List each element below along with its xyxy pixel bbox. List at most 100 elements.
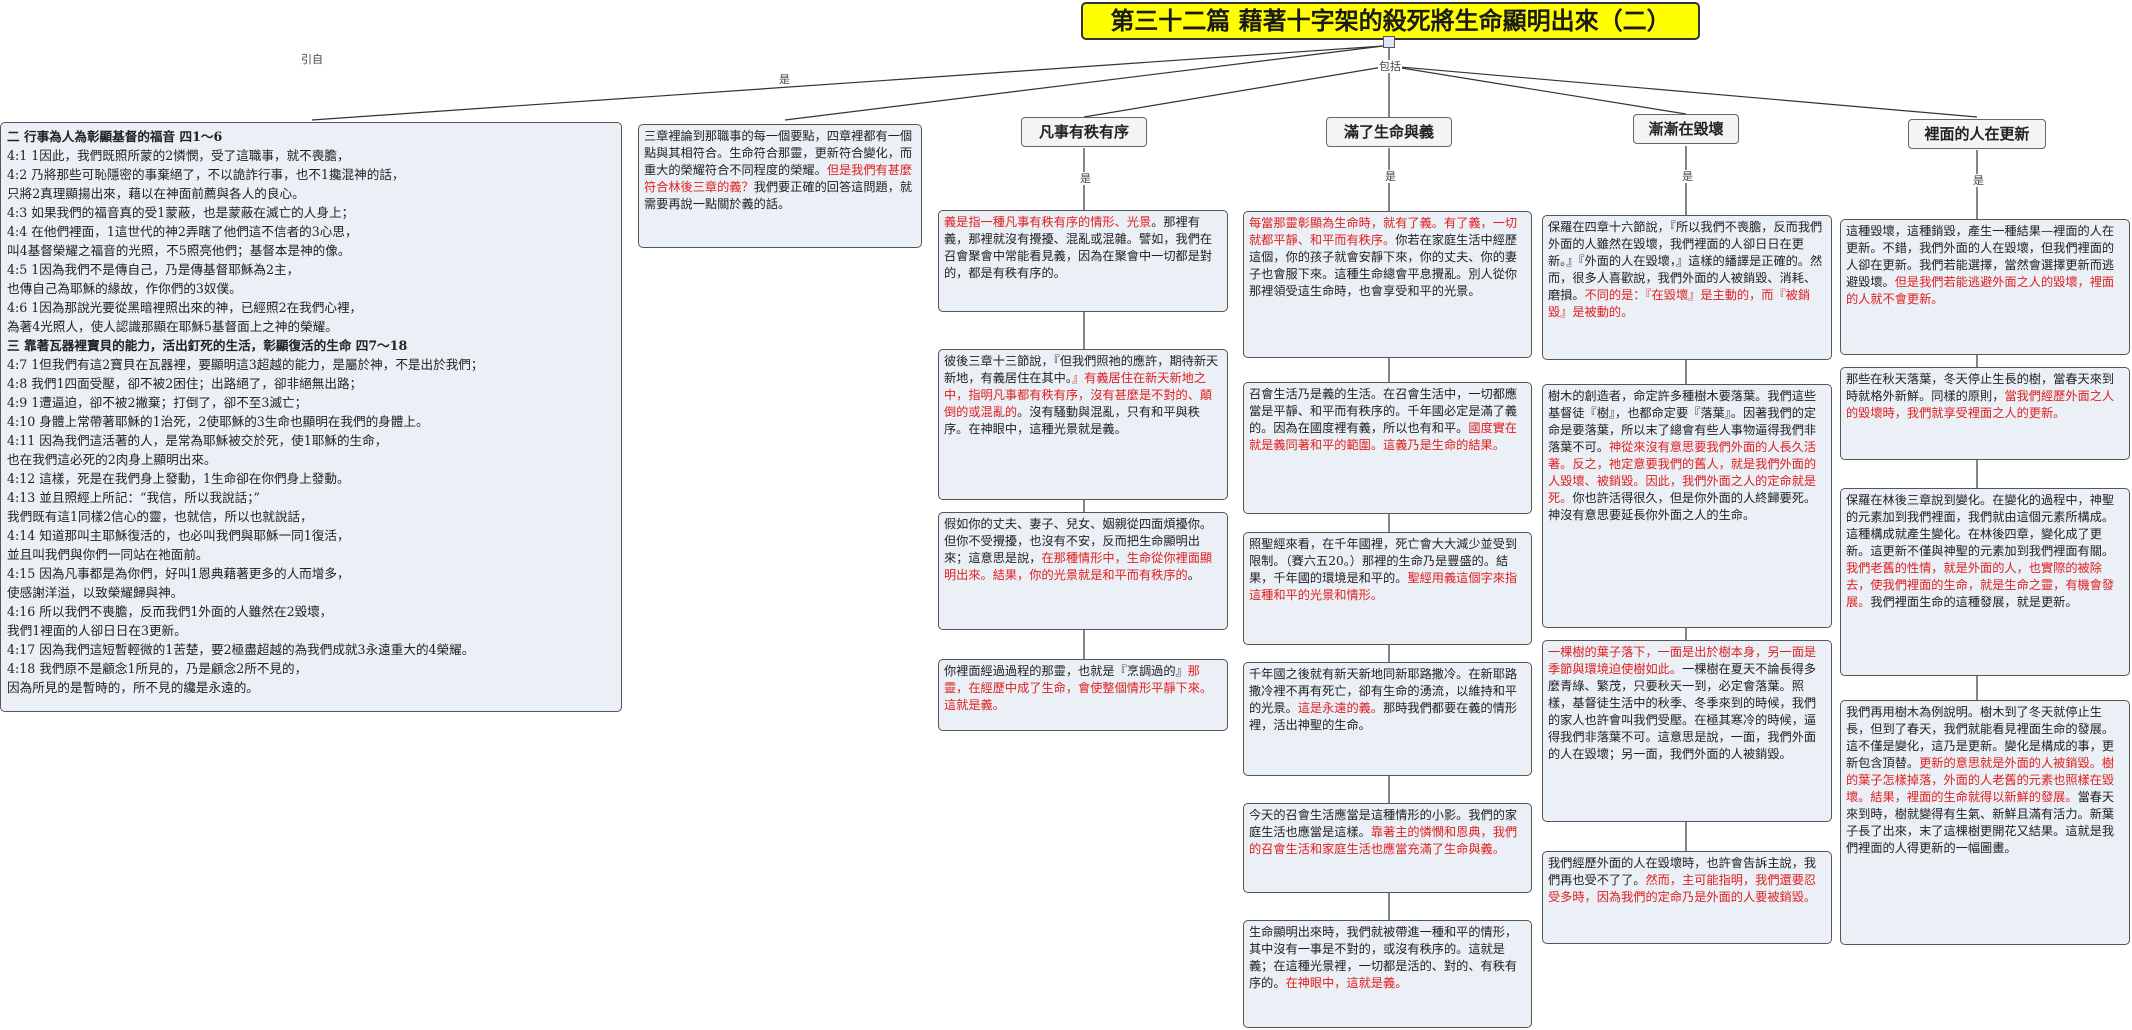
note-box[interactable]: 生命顯明出來時，我們就被帶進一種和平的情形，其中沒有一事是不對的，或沒有秩序的。… [1243,920,1532,1028]
verse-line: 4:14 知道那叫主耶穌復活的，也必叫我們與耶穌一同1復活， [7,528,350,543]
verse-line: 4:12 這樣，死是在我們身上發動，1生命卻在你們身上發動。 [7,471,350,486]
note-text: 保羅在林後三章說到變化。在變化的過程中，神聖的元素加到我們裡面，我們就由這個元素… [1846,493,2115,558]
verse-line: 4:13 並且照經上所記：“我信，所以我說話；” [7,490,260,505]
note-text: 在神眼中，這就是義。 [1285,976,1408,990]
verse-line: 4:5 1因為我們不是傳自己，乃是傳基督耶穌為2主， [7,262,300,277]
note-box[interactable]: 你裡面經過過程的那靈，也就是『烹調過的』那靈，在經歷中成了生命，會使整個情形平靜… [938,659,1228,731]
map-title: 第三十二篇 藉著十字架的殺死將生命顯明出來（二） [1081,2,1700,40]
note-text: 我們再用樹木為例說明。樹木到了冬天就停止生長，但到了春天，我們就能看見裡面生命的… [1846,705,2115,770]
note-text: 但是我們若能逃避外面之人的毀壞，裡面的人就不會更新。 [1846,275,2115,306]
verse-line: 並且叫我們與你們一同站在祂面前。 [7,547,209,562]
note-box[interactable]: 我們再用樹木為例說明。樹木到了冬天就停止生長，但到了春天，我們就能看見裡面生命的… [1840,700,2130,945]
verse-line: 為著4光照人，使人認識那顯在耶穌5基督面上之神的榮耀。 [7,319,338,334]
verse-line: 使感謝洋溢，以致榮耀歸與神。 [7,585,184,600]
note-box[interactable]: 保羅在四章十六節說，『所以我們不喪膽，反而我們外面的人雖然在毀壞，我們裡面的人卻… [1542,215,1832,360]
verse-line: 4:1 1因此，我們既照所蒙的2憐憫，受了這職事，就不喪膽， [7,148,350,163]
note-text: 今天的召會生活應當是這種情形的小影。我們的家庭生活也應當是這樣。 [1249,808,1518,839]
section-heading: 三 靠著瓦器裡寶貝的能力，活出釘死的生活，彰顯復活的生命 四7～18 [7,338,408,353]
note-box[interactable]: 千年國之後就有新天新地同新耶路撒冷。在新耶路撒冷裡不再有死亡，卻有生命的湧流，以… [1243,662,1532,776]
note-text: 那時我們都要在義的情形裡，活出神聖的生命。 [1249,701,1518,732]
verse-line: 4:4 在他們裡面，1這世代的神2弄瞎了他們這不信者的3心思， [7,224,358,239]
note-box[interactable]: 一棵樹的葉子落下，一面是出於樹本身，另一面是季節與環境迫使樹如此。一棵樹在夏天不… [1542,640,1832,822]
note-text: 在那種情形中，生命從你裡面顯明出來。結果，你的光景就是和平而有秩序的 [944,551,1213,582]
note-text: 那些在秋天落葉，冬天停止生長的樹，當春天來到時就格外新鮮。同樣的原則， [1846,372,2115,403]
note-text: 靠著主的憐憫和恩典，我們的召會生活和家庭生活也應當充滿了生命與義。 [1249,825,1518,856]
verse-line: 4:11 因為我們這活著的人，是常為耶穌被交於死，使1耶穌的生命， [7,433,388,448]
verse-line: 4:3 如果我們的福音真的受1蒙蔽，也是蒙蔽在滅亡的人身上； [7,205,355,220]
link-label-is-col1: 是 [1079,172,1092,185]
note-text: 假如你的丈夫、妻子、兒女、姻親從四面煩擾你。但你不受攪擾，也沒有不安，反而把生命… [944,517,1213,565]
verse-line: 4:10 身體上常帶著耶穌的1治死，2使耶穌的3生命也顯明在我們的身體上。 [7,414,429,429]
note-text: 召會生活乃是義的生活。在召會生活中，一切都應當是平靜、和平而有秩序的。千年國必定… [1249,387,1518,435]
note-text: 我們老舊的性情，就是外面的人，也實際的被除去，使我們裡面的生命，就是生命之靈，有… [1846,561,2115,609]
verse-line: 4:2 乃將那些可恥隱密的事棄絕了，不以詭詐行事，也不1攙混神的話， [7,167,405,182]
note-box[interactable]: 彼後三章十三節說，『但我們照祂的應許，期待新天新地，有義居住在其中。』有義居住在… [938,349,1228,500]
scripture-box[interactable]: 二 行事為人為彰顯基督的福音 四1～6 4:1 1因此，我們既照所蒙的2憐憫，受了… [0,122,622,712]
heading-decaying[interactable]: 漸漸在毀壞 [1633,114,1739,144]
note-text: 當春天來到時，樹就變得有生氣、新鮮且滿有活力。新葉子長了出來，末了這棵樹更開花又… [1846,790,2115,855]
heading-renewed[interactable]: 裡面的人在更新 [1908,119,2046,149]
verse-line: 我們1裡面的人卻日日在3更新。 [7,623,187,638]
note-box[interactable]: 保羅在林後三章說到變化。在變化的過程中，神聖的元素加到我們裡面，我們就由這個元素… [1840,488,2130,676]
verse-line: 叫4基督榮耀之福音的光照，不5照亮他們；基督本是神的像。 [7,243,351,258]
note-box[interactable]: 照聖經來看，在千年國裡，死亡會大大減少並受到限制。（賽六五20。）那裡的生命乃是… [1243,532,1532,645]
note-text: 當我們經歷外面之人的毀壞時，我們就享受裡面之人的更新。 [1846,389,2115,420]
note-text: 生命顯明出來時，我們就被帶進一種和平的情形，其中沒有一事是不對的，或沒有秩序的。… [1249,925,1518,990]
verse-line: 我們既有這1同樣2信心的靈，也就信，所以也就說話， [7,509,313,524]
note-text: 彼後三章十三節說，『但我們照祂的應許，期待新天新地，有義居住在其中。 [944,354,1219,385]
verse-line: 因為所見的是暫時的，所不見的纔是永遠的。 [7,680,259,695]
verse-line: 4:17 因為我們這短暫輕微的1苦楚，要2極盡超越的為我們成就3永遠重大的4榮耀… [7,642,475,657]
link-label-is: 是 [778,73,791,86]
link-label-is-col4: 是 [1972,174,1985,187]
note-icon[interactable] [1383,36,1395,48]
note-box[interactable]: 義是指一種凡事有秩有序的情形、光景。那裡有義，那裡就沒有攪擾、混亂或混雜。譬如，… [938,210,1228,312]
note-text: 我們裡面生命的這種發展，就是更新。 [1870,595,2078,609]
overview-box[interactable]: 三章裡論到那職事的每一個要點，四章裡都有一個點與其相符合。生命符合那靈，更新符合… [638,124,922,248]
note-box[interactable]: 那些在秋天落葉，冬天停止生長的樹，當春天來到時就格外新鮮。同樣的原則，當我們經歷… [1840,367,2130,460]
note-text: 一棵樹的葉子落下，一面是出於樹本身，另一面是季節與環境迫使樹如此。 [1548,645,1817,676]
note-text: 我們要正確的回答這問題，就需要再說一點關於義的話。 [644,180,913,211]
note-text: 。那裡有義，那裡就沒有攪擾、混亂或混雜。譬如，我們在召會聚會中常能看見義，因為在… [944,215,1213,280]
heading-life-righteousness[interactable]: 滿了生命與義 [1326,117,1452,147]
verse-line: 也在我們這必死的2肉身上顯明出來。 [7,452,217,467]
note-text: 那靈，在經歷中成了生命，會使整個情形平靜下來。這就是義。 [944,664,1213,712]
note-text: 千年國之後就有新天新地同新耶路撒冷。在新耶路撒冷裡不再有死亡，卻有生命的湧流，以… [1249,667,1518,715]
note-text: 樹木的創造者，命定許多種樹木要落葉。我們這些基督徒『樹』，也都命定要『落葉』。因… [1548,389,1817,454]
note-box[interactable]: 樹木的創造者，命定許多種樹木要落葉。我們這些基督徒『樹』，也都命定要『落葉』。因… [1542,384,1832,628]
note-text: 你裡面經過過程的那靈，也就是『烹調過的』 [944,664,1188,678]
verse-line: 4:16 所以我們不喪膽，反而我們1外面的人雖然在2毀壞， [7,604,333,619]
note-box[interactable]: 我們經歷外面的人在毀壞時，也許會告訴主說，我們再也受不了了。然而，主可能指明，我… [1542,851,1832,944]
verse-line: 也傳自己為耶穌的緣故，作你們的3奴僕。 [7,281,242,296]
note-text: 然而，主可能指明，我們還要忍受多時，因為我們的定命乃是外面的人要被銷毀。 [1548,873,1817,904]
note-box[interactable]: 召會生活乃是義的生活。在召會生活中，一切都應當是平靜、和平而有秩序的。千年國必定… [1243,382,1532,514]
verse-line: 4:9 1遭逼迫，卻不被2撇棄；打倒了，卻不至3滅亡； [7,395,308,410]
verse-line: 只將2真理顯揚出來，藉以在神面前薦與各人的良心。 [7,186,305,201]
note-text: 神從來沒有意思要我們外面的人長久活著。反之，祂定意要我們的舊人，就是我們外面的人… [1548,440,1817,505]
note-text: 保羅在四章十六節說，『所以我們不喪膽，反而我們外面的人雖然在毀壞，我們裡面的人卻… [1548,220,1823,302]
note-text: 每當那靈彰顯為生命時，就有了義。有了義，一切就都平靜、和平而有秩序。 [1249,216,1518,247]
note-text: 三章裡論到那職事的每一個要點，四章裡都有一個點與其相符合。生命符合那靈，更新符合… [644,129,913,177]
verse-line: 4:6 1因為那說光要從黑暗裡照出來的神，已經照2在我們心裡， [7,300,363,315]
link-label-includes: 包括 [1378,60,1402,73]
note-box[interactable]: 這種毀壞，這種銷毀，產生一種結果—裡面的人在更新。不錯，我們外面的人在毀壞，但我… [1840,219,2130,355]
note-text: 你若在家庭生活中經歷這個，你的孩子就會安靜下來，你的丈夫、你的妻子也會服下來。這… [1249,233,1518,298]
note-text: 你也許活得很久，但是你外面的人終歸要死。神沒有意思要延長你外面之人的生命。 [1548,491,1817,522]
note-text: 聖經用義這個字來指這種和平的光景和情形。 [1249,571,1518,602]
note-box[interactable]: 今天的召會生活應當是這種情形的小影。我們的家庭生活也應當是這樣。靠著主的憐憫和恩… [1243,803,1532,893]
note-text: 我們經歷外面的人在毀壞時，也許會告訴主說，我們再也受不了了。 [1548,856,1817,887]
note-text: 』有義居住在新天新地之中，指明凡事都有秩有序，沒有甚麼是不對的、顛倒的或混亂的 [944,371,1213,419]
verse-line: 4:8 我們1四面受壓，卻不被2困住；出路絕了，卻非絕無出路； [7,376,363,391]
note-text: 這是永遠的義。 [1297,701,1384,715]
note-text: 。 [1187,568,1200,582]
note-text: 更新的意思就是外面的人被銷毀。樹的葉子怎樣掉落，外面的人老舊的元素也照樣在毀壞。… [1846,756,2115,804]
note-text: 一棵樹在夏天不論長得多麼青綠、繁茂，只要秋天一到，必定會落葉。照樣，基督徒生活中… [1548,662,1817,761]
note-text: 不同的是：『在毀壞』是主動的，而『被銷毀』是被動的。 [1548,288,1811,319]
note-box[interactable]: 假如你的丈夫、妻子、兒女、姻親從四面煩擾你。但你不受攪擾，也沒有不安，反而把生命… [938,512,1228,630]
verse-line: 4:15 因為凡事都是為你們，好叫1恩典藉著更多的人而增多， [7,566,350,581]
note-text: 但是我們有甚麼符合林後三章的義？ [644,163,913,194]
note-box[interactable]: 每當那靈彰顯為生命時，就有了義。有了義，一切就都平靜、和平而有秩序。你若在家庭生… [1243,211,1532,358]
section-heading: 二 行事為人為彰顯基督的福音 四1～6 [7,129,223,144]
note-text: 國度實在就是義同著和平的範圍。這義乃是生命的結果。 [1249,421,1518,452]
heading-order[interactable]: 凡事有秩有序 [1021,117,1147,147]
